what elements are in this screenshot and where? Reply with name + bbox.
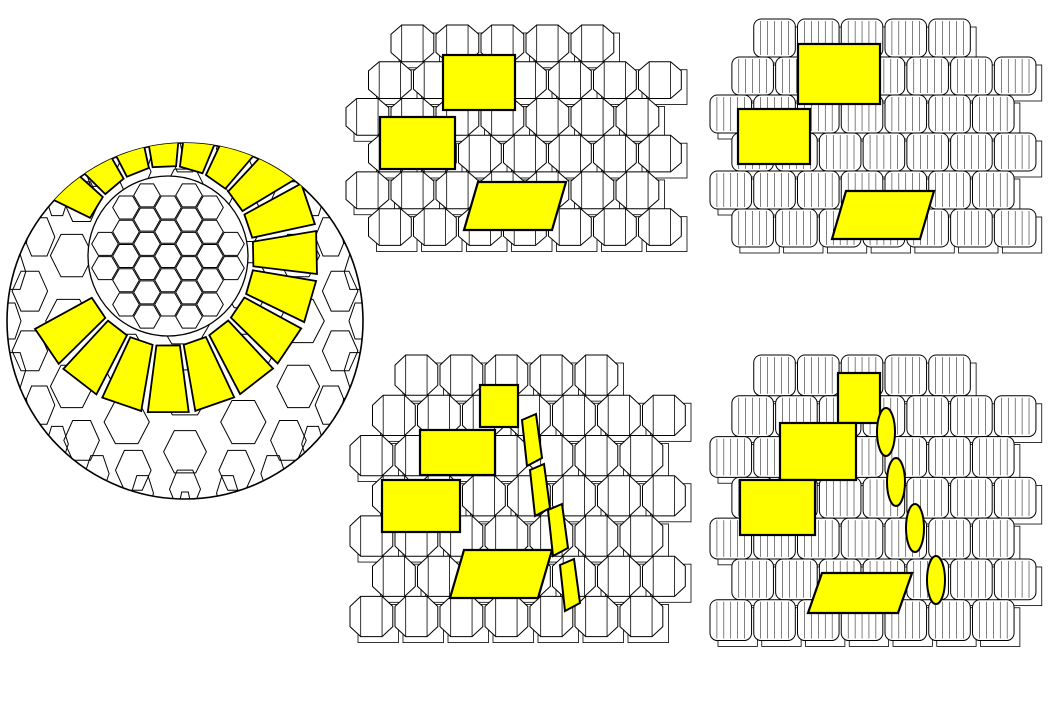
prism-face [526, 99, 569, 136]
prism-face [350, 436, 393, 476]
prism-face [553, 395, 596, 435]
prism-face [463, 476, 506, 516]
prism-face [598, 476, 641, 516]
highlight-plate [838, 373, 880, 423]
highlight-plate [443, 55, 515, 110]
prism-face [459, 135, 502, 172]
prism-face [575, 355, 618, 395]
highlight-plate [464, 182, 566, 230]
prism-face [485, 596, 528, 636]
prism-face [395, 596, 438, 636]
prism-face [598, 395, 641, 435]
highlight-plate [832, 191, 934, 239]
prism-face [620, 436, 663, 476]
prism-face [643, 556, 686, 596]
highlight-plate [382, 480, 460, 532]
sphere-cutaway-core [88, 176, 248, 336]
sphere-tile [16, 211, 29, 243]
prism-face [395, 355, 438, 395]
prism-face [575, 436, 618, 476]
highlight-edge-disc [927, 556, 945, 604]
prism-face [643, 476, 686, 516]
highlight-plate [480, 385, 518, 427]
prism-face [391, 25, 434, 62]
prism-face [504, 135, 547, 172]
prism-face [571, 99, 614, 136]
highlight-plate [798, 44, 880, 104]
highlight-plate [780, 423, 856, 480]
prism-face [594, 62, 637, 99]
prism-face [639, 62, 682, 99]
hex-prism-stack [340, 340, 700, 700]
prism-face [549, 135, 592, 172]
highlight-plate [380, 117, 455, 169]
prism-face [620, 516, 663, 556]
tiled-sphere [0, 136, 370, 506]
prism-face [643, 395, 686, 435]
prism-face [639, 135, 682, 172]
prism-face [440, 596, 483, 636]
prism-face [373, 556, 416, 596]
prism-face [346, 172, 389, 209]
prism-face [616, 99, 659, 136]
highlight-plate [740, 480, 815, 535]
prism-face [575, 596, 618, 636]
prism-face [594, 209, 637, 246]
cylinder-layer [700, 4, 1050, 304]
highlight-plate [450, 550, 552, 598]
prism-face [639, 209, 682, 246]
prism-face [369, 209, 412, 246]
sphere-tile [16, 399, 29, 431]
highlight-edge-disc [887, 458, 905, 506]
highlight-plate [808, 573, 912, 613]
highlight-plate [738, 109, 810, 164]
hex-prism-layer [336, 10, 696, 300]
highlight-edge-disc [877, 408, 895, 456]
prism-face [571, 25, 614, 62]
prism-face [594, 135, 637, 172]
prism-face [414, 209, 457, 246]
prism-face [350, 596, 393, 636]
prism-face [373, 395, 416, 435]
prism-face [620, 596, 663, 636]
highlight-edge-disc [906, 504, 924, 552]
prism-face [571, 172, 614, 209]
prism-face [391, 172, 434, 209]
prism-face [530, 355, 573, 395]
prism-face [598, 556, 641, 596]
prism-face [369, 62, 412, 99]
prism-face [549, 62, 592, 99]
prism-face [575, 516, 618, 556]
prism-face [526, 25, 569, 62]
cylinder-stack [700, 340, 1050, 705]
prism-face [440, 355, 483, 395]
prism-face [616, 172, 659, 209]
highlight-plate [420, 430, 495, 475]
